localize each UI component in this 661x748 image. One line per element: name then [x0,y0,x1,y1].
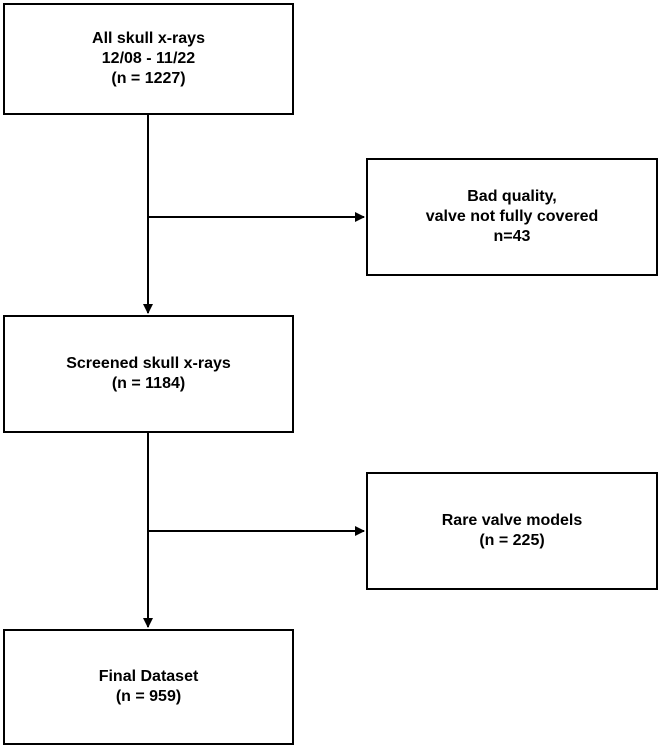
box-screened-skull-xrays: Screened skull x-rays (n = 1184) [3,315,294,433]
box-all-skull-xrays: All skull x-rays 12/08 - 11/22 (n = 1227… [3,3,294,115]
box-screened-line1: Screened skull x-rays [66,355,231,372]
box-rare-line2: (n = 225) [479,532,545,549]
box-final-line2: (n = 959) [115,688,182,705]
box-all-line3: (n = 1227) [111,70,186,87]
box-all-line2: 12/08 - 11/22 [101,50,196,67]
box-screened-line2: (n = 1184) [111,375,186,392]
box-final-dataset: Final Dataset (n = 959) [3,629,294,745]
box-all-line1: All skull x-rays [92,30,205,47]
box-bad-line3: n=43 [493,228,531,245]
box-bad-line1: Bad quality, [467,188,557,205]
box-bad-line2: valve not fully covered [425,208,599,225]
box-final-line1: Final Dataset [98,668,199,685]
box-rare-valve-models: Rare valve models (n = 225) [366,472,658,590]
box-bad-quality: Bad quality, valve not fully covered n=4… [366,158,658,276]
box-rare-line1: Rare valve models [441,512,583,529]
